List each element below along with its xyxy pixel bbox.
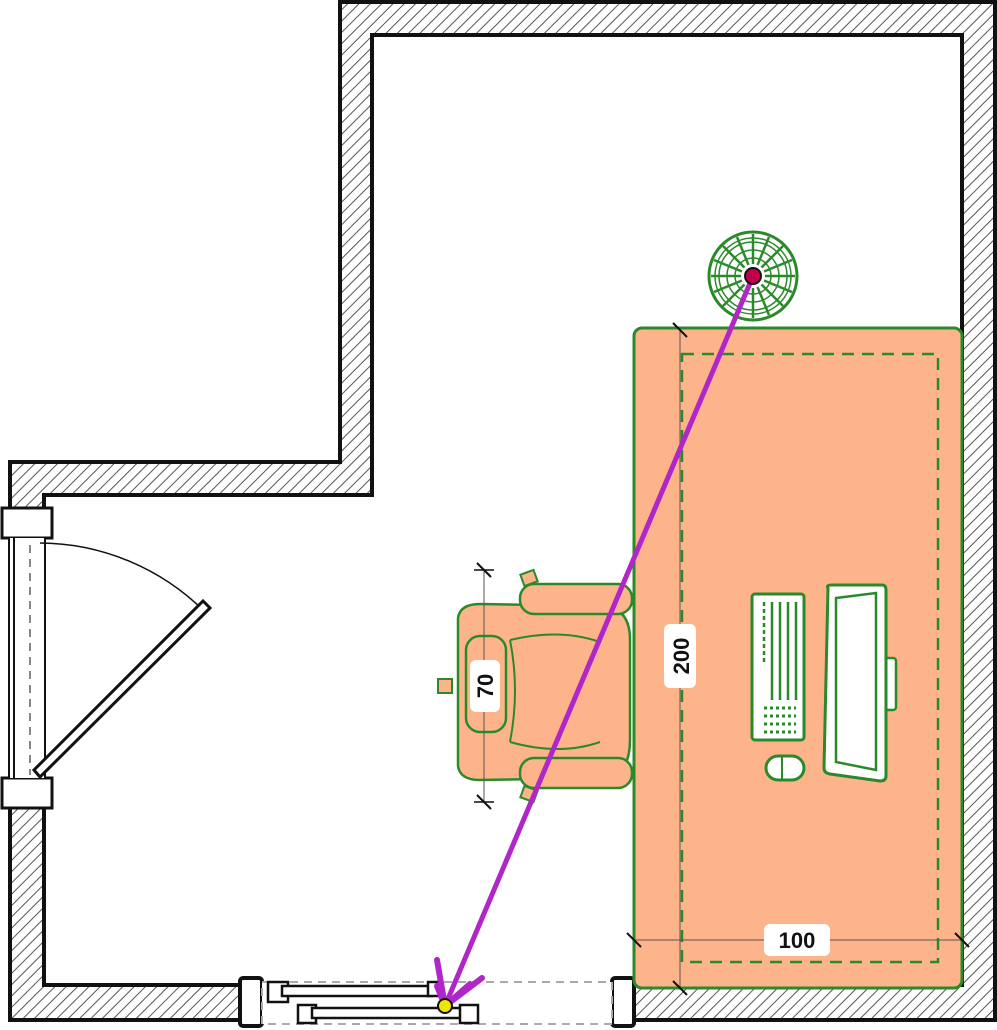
chair-wheel (437, 678, 453, 694)
window-jamb-left (238, 976, 264, 1028)
swing-door-icon[interactable] (10, 538, 213, 780)
desk-length-label: 200 (669, 638, 694, 675)
mouse-icon[interactable] (764, 754, 806, 782)
route-end-marker[interactable] (437, 998, 453, 1014)
chair-armrest-top (518, 582, 634, 616)
route-arrow (434, 267, 762, 1014)
dimension-desk-depth: 100 (626, 924, 970, 956)
office-chair-icon[interactable] (437, 568, 634, 804)
window-jamb-right (610, 976, 636, 1028)
keyboard-icon[interactable] (750, 592, 806, 742)
chair-width-label: 70 (473, 674, 498, 698)
desk-depth-label: 100 (779, 928, 816, 953)
door-jamb-top (0, 506, 54, 540)
dimension-desk-length: 200 (664, 322, 696, 996)
door-jamb-bottom (0, 776, 54, 810)
wall-hatching (8, 0, 997, 1022)
monitor-icon[interactable] (822, 583, 898, 783)
route-start-marker[interactable] (744, 267, 762, 285)
dimension-chair-width: 70 (470, 562, 500, 810)
